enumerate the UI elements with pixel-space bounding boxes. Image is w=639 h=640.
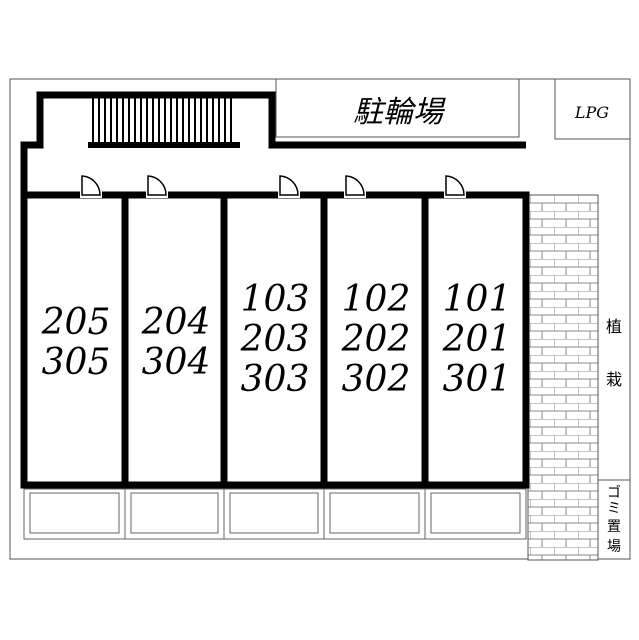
staircase [92,98,232,142]
door-101 [444,175,466,198]
door-102 [344,175,366,198]
unit-number: 101 [443,279,512,320]
unit-block [20,191,530,489]
unit-204-304: 204 304 [141,302,211,383]
unit-103-203-303: 103 203 303 [240,279,310,400]
unit-number: 304 [142,342,211,383]
planting-label-1: 植 [606,317,622,336]
stair-wall [20,91,526,195]
unit-number: 201 [442,319,512,360]
door-103 [278,175,300,198]
door-205 [80,175,102,198]
lpg-label: LPG [574,103,609,122]
unit-number: 204 [141,302,211,343]
unit-101-201-301: 101 201 301 [442,279,512,400]
garbage-label-4: 場 [607,539,621,555]
garbage-label-2: ミ [607,501,621,517]
planting-label-2: 栽 [606,370,622,389]
unit-number: 205 [41,302,111,343]
unit-number: 103 [241,279,310,320]
door-204 [146,175,168,198]
unit-102-202-302: 102 202 302 [341,279,411,400]
bicycle-parking-area [275,78,520,138]
unit-dividers [121,195,429,485]
unit-number: 102 [342,279,411,320]
bicycle-parking-label: 駐輪場 [353,95,446,130]
garbage-label-3: 置 [607,519,621,535]
unit-number: 301 [443,359,512,400]
brick-walkway [527,194,599,561]
unit-number: 302 [342,359,411,400]
unit-number: 202 [341,319,411,360]
balconies [23,488,527,540]
unit-number: 203 [240,319,310,360]
garbage-label-1: ゴ [607,484,621,501]
unit-205-305: 205 305 [41,302,111,383]
unit-number: 303 [241,359,310,400]
garbage-area [597,479,631,560]
lpg-area [554,78,631,140]
unit-number: 305 [42,342,111,383]
